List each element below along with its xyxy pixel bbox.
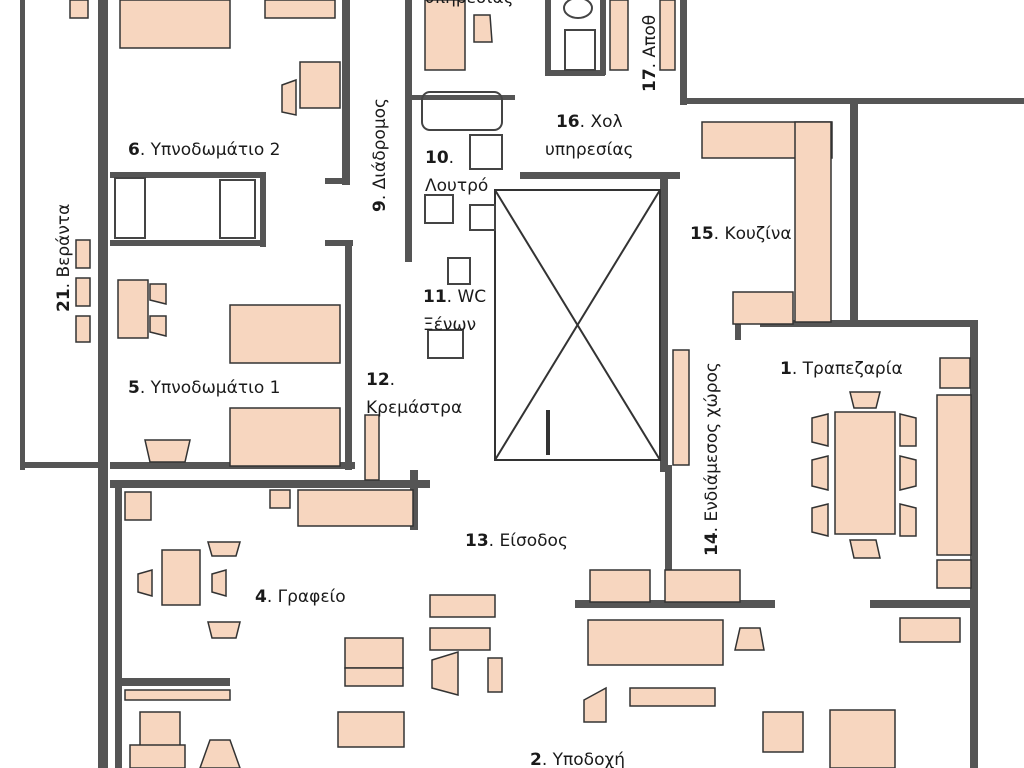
label-veranda: 21. Βεράντα [54, 203, 74, 312]
label-storage: 17. Αποθ [640, 14, 660, 92]
label-corridor: 9. Διάδρομος [370, 97, 390, 212]
room-number: 2 [530, 750, 542, 768]
room-name-2: υπηρεσίας [545, 140, 634, 160]
room-number: 15 [690, 224, 714, 244]
fixtures [114, 0, 596, 359]
room-name: Υποδοχή [552, 750, 626, 768]
room-name: Ενδιάμεσος χώρος [702, 362, 722, 522]
walls [20, 0, 1024, 768]
label-cloakroom: 12.Κρεμάστρα [366, 370, 463, 418]
room-name: Τραπεζαρία [802, 359, 903, 379]
label-top-partial: υπηρεσίας [425, 0, 514, 12]
label-kitchen: 15. Κουζίνα [690, 224, 792, 244]
room-name: Λουτρό [425, 176, 489, 196]
room-number: 21 [54, 288, 74, 312]
room-number: 1 [780, 359, 792, 379]
room-number: 4 [255, 587, 267, 607]
elevator-shaft [494, 189, 661, 461]
room-number: 16 [555, 112, 580, 132]
label-bathroom: 10.Λουτρό [425, 148, 489, 196]
label-living: 2. Υποδοχή [530, 750, 626, 768]
room-name: Κουζίνα [724, 224, 792, 244]
room-number: 10 [425, 148, 449, 168]
label-entrance: 13. Είσοδος [465, 531, 568, 551]
label-dining: 1. Τραπεζαρία [780, 359, 903, 379]
room-name: Βεράντα [54, 203, 74, 278]
room-name: Είσοδος [499, 531, 568, 551]
room-number: 13 [465, 531, 489, 551]
room-name: Χολ [590, 112, 623, 132]
room-number: 6 [128, 140, 140, 160]
room-name: Κρεμάστρα [366, 398, 463, 418]
room-number: 14 [702, 532, 722, 556]
room-name-2: Ξένων [423, 315, 477, 335]
room-name: Αποθ [640, 14, 660, 58]
label-intermediate-space: 14. Ενδιάμεσος χώρος [702, 362, 722, 556]
room-number: 9 [370, 200, 390, 212]
room-number: 11 [423, 287, 447, 307]
room-number: 12 [366, 370, 390, 390]
label-bedroom-2: 6. Υπνοδωμάτιο 2 [128, 140, 281, 160]
room-number: 17 [640, 68, 660, 92]
room-name: Διάδρομος [370, 97, 390, 190]
room-name: Υπνοδωμάτιο 1 [150, 378, 281, 398]
room-number: 5 [128, 378, 140, 398]
room-name: Υπνοδωμάτιο 2 [150, 140, 281, 160]
room-name: WC [457, 287, 487, 307]
label-bedroom-1: 5. Υπνοδωμάτιο 1 [128, 378, 281, 398]
furniture [69, 0, 972, 768]
room-name: Γραφείο [277, 587, 346, 607]
label-office: 4. Γραφείο [255, 587, 346, 607]
